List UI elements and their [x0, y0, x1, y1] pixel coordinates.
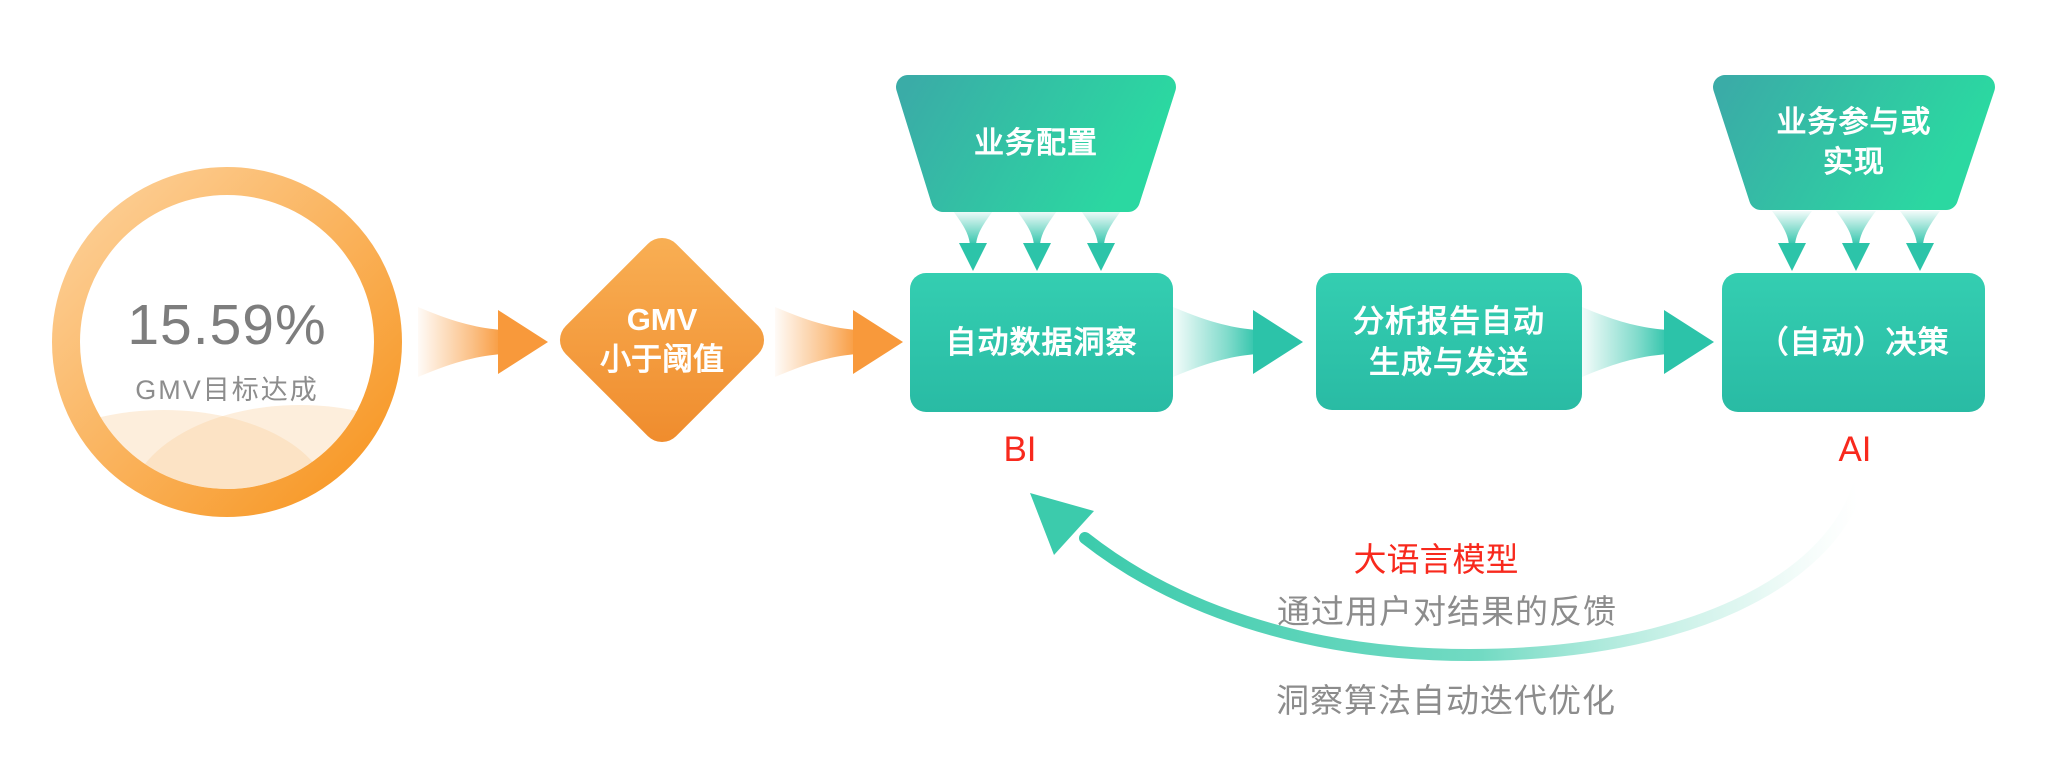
decision-diamond-label: GMV 小于阈值 — [600, 302, 724, 377]
step-report-label: 分析报告自动 生成与发送 — [1353, 303, 1545, 380]
orange-arrow-icon-1 — [418, 307, 548, 377]
step-decision-box: （自动）决策 — [1722, 273, 1985, 412]
feedback-note-1: 通过用户对结果的反馈 — [1277, 593, 1617, 630]
gauge-label: GMV目标达成 — [135, 374, 319, 405]
down-arrow-icon — [953, 211, 993, 271]
gauge-circle — [52, 167, 402, 517]
step-report-box: 分析报告自动 生成与发送 — [1316, 273, 1582, 410]
feedback-note-2: 洞察算法自动迭代优化 — [1276, 682, 1616, 719]
down-arrow-icon — [1900, 211, 1940, 271]
teal-arrow-icon-1 — [1173, 307, 1303, 377]
step-auto-insight-label: 自动数据洞察 — [945, 325, 1138, 360]
orange-arrow-icon-2 — [775, 307, 903, 377]
funnel-business-config — [896, 75, 1176, 212]
funnel-business-join — [1713, 75, 1995, 210]
down-arrows-left — [953, 211, 1121, 271]
down-arrow-icon — [1081, 211, 1121, 271]
down-arrows-right — [1772, 211, 1940, 271]
step-decision-label: （自动）决策 — [1757, 325, 1950, 360]
funnel-business-config-label: 业务配置 — [974, 126, 1098, 160]
down-arrow-icon — [1017, 211, 1057, 271]
feedback-curved-arrow-icon — [1030, 481, 1864, 662]
gauge-text-group: 15.59% GMV目标达成 — [52, 167, 402, 517]
teal-arrow-icon-2 — [1582, 307, 1714, 377]
bi-annotation: BI — [1003, 430, 1037, 469]
gauge-ring — [52, 167, 402, 517]
down-arrow-icon — [1836, 211, 1876, 271]
down-arrow-icon — [1772, 211, 1812, 271]
ai-annotation: AI — [1838, 430, 1872, 469]
step-auto-insight-box: 自动数据洞察 — [910, 273, 1173, 412]
feedback-title: 大语言模型 — [1353, 541, 1519, 578]
gauge-value: 15.59% — [127, 292, 327, 357]
funnel-business-join-label: 业务参与或 实现 — [1776, 105, 1932, 179]
